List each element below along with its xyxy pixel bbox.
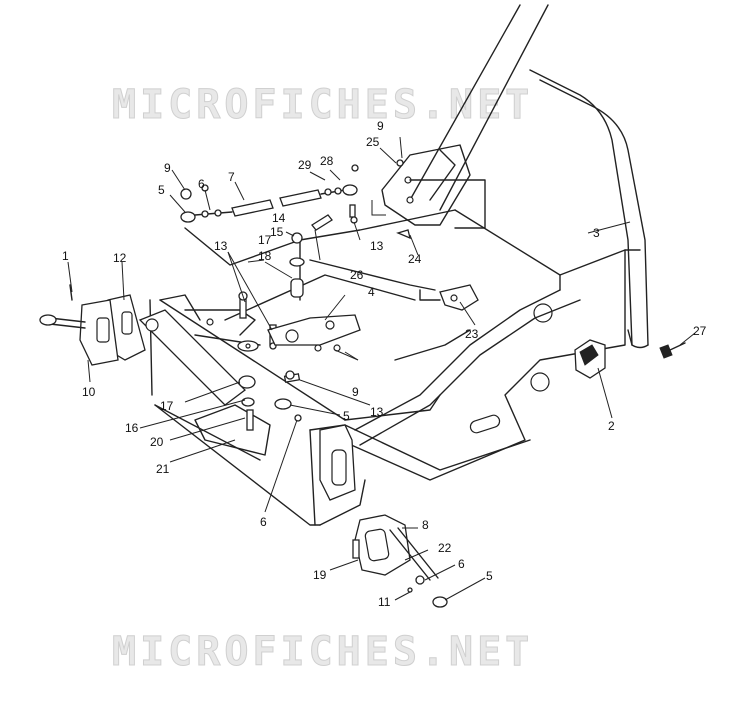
callout-13a: 13 xyxy=(214,239,228,253)
callout-14: 14 xyxy=(272,211,286,225)
link-rod xyxy=(180,184,358,223)
callout-25: 25 xyxy=(366,135,380,149)
upper-bracket xyxy=(371,144,471,226)
skid-plate xyxy=(194,404,271,456)
hardware-washers xyxy=(180,159,411,298)
bolts xyxy=(238,291,301,431)
callout-29: 29 xyxy=(298,158,312,172)
frame-panel xyxy=(149,179,641,526)
callout-11: 11 xyxy=(378,595,391,609)
callout-5c: 5 xyxy=(486,569,493,583)
callout-28: 28 xyxy=(320,154,334,168)
callout-20: 20 xyxy=(150,435,164,449)
watermark-top: MICROFICHES.NET xyxy=(112,82,533,128)
lower-pedal-bracket xyxy=(319,424,448,608)
roll-bar-tube xyxy=(409,4,649,349)
left-lever-assembly xyxy=(39,284,261,406)
callout-8: 8 xyxy=(422,518,429,532)
callout-21: 21 xyxy=(156,462,170,476)
callout-13b: 13 xyxy=(370,239,384,253)
callout-2: 2 xyxy=(608,419,615,433)
callout-3: 3 xyxy=(593,226,600,240)
right-cam xyxy=(574,339,606,379)
callout-26: 26 xyxy=(350,268,364,282)
callout-19: 19 xyxy=(313,568,327,582)
callout-27: 27 xyxy=(693,324,707,338)
callout-6b: 6 xyxy=(260,515,267,529)
callout-9c: 9 xyxy=(352,385,359,399)
callout-12: 12 xyxy=(113,251,127,265)
callout-labels: 1 12 10 9 5 6 7 29 28 9 25 14 15 17 13 1… xyxy=(62,119,707,609)
callout-15: 15 xyxy=(270,225,284,239)
callout-17a: 17 xyxy=(258,233,272,247)
center-bracket xyxy=(237,314,361,352)
callout-9a: 9 xyxy=(164,161,171,175)
callout-16: 16 xyxy=(125,421,139,435)
callout-7: 7 xyxy=(228,170,235,184)
callout-6a: 6 xyxy=(198,177,205,191)
callout-9b: 9 xyxy=(377,119,384,133)
callout-13c: 13 xyxy=(370,405,384,419)
callout-5b: 5 xyxy=(343,409,350,423)
fastener-27 xyxy=(659,342,686,359)
callout-1: 1 xyxy=(62,249,69,263)
callout-24: 24 xyxy=(408,252,422,266)
callout-6c: 6 xyxy=(458,557,465,571)
callout-22: 22 xyxy=(438,541,452,555)
callout-17b: 17 xyxy=(160,399,174,413)
right-bracket xyxy=(419,284,479,311)
callout-4: 4 xyxy=(368,285,375,299)
callout-18: 18 xyxy=(258,249,272,263)
callout-23: 23 xyxy=(465,327,479,341)
leader-lines xyxy=(67,136,696,601)
callout-10: 10 xyxy=(82,385,96,399)
callout-5a: 5 xyxy=(158,183,165,197)
watermark-bottom: MICROFICHES.NET xyxy=(112,629,533,675)
